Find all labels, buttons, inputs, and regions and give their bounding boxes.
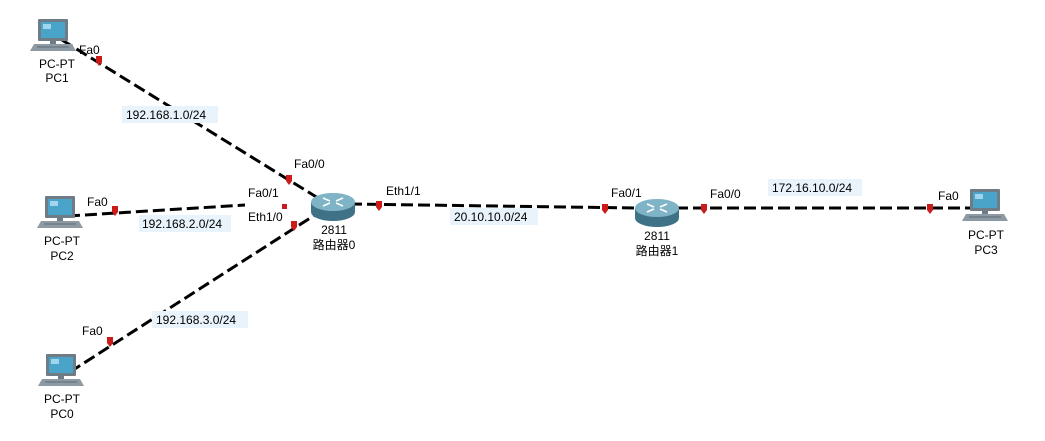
interface-label-r0-fa01: Fa0/1 — [248, 186, 279, 200]
pc3-model-label: PC-PT — [968, 228, 1005, 242]
interface-label-pc0-fa0: Fa0 — [82, 324, 103, 338]
pc2-device[interactable]: PC-PT PC2 — [36, 195, 84, 263]
pc1-device[interactable]: PC-PT PC1 — [29, 18, 77, 85]
pc3-device[interactable]: PC-PT PC3 — [961, 188, 1009, 257]
pc1-model-label: PC-PT — [39, 57, 76, 71]
pc-icon — [29, 18, 77, 52]
interface-label-r1-fa00: Fa0/0 — [710, 187, 741, 201]
interface-label-pc1-fa0: Fa0 — [79, 43, 100, 57]
link-router0-router1[interactable] — [349, 202, 639, 210]
pc0-name-label: PC0 — [50, 407, 74, 421]
network-label-router-link: 20.10.10.0/24 — [454, 210, 528, 224]
interface-label-pc3-fa0: Fa0 — [938, 189, 959, 203]
interface-label-r0-eth11: Eth1/1 — [386, 184, 421, 198]
network-label-pc1: 192.168.1.0/24 — [126, 108, 206, 122]
network-label-pc3: 172.16.10.0/24 — [772, 181, 852, 195]
pc2-name-label: PC2 — [50, 249, 74, 263]
router0-device[interactable]: 2811 路由器0 — [310, 192, 356, 252]
router0-model-label: 2811 — [321, 223, 347, 237]
pc3-fa0-link-marker — [927, 204, 933, 214]
pc0-model-label: PC-PT — [44, 392, 81, 406]
r0-eth11-link-marker — [376, 201, 382, 211]
network-label-pc0: 192.168.3.0/24 — [156, 313, 236, 327]
interface-label-r1-fa01: Fa0/1 — [611, 186, 642, 200]
pc0-device[interactable]: PC-PT PC0 — [37, 353, 85, 421]
link-pc0-router0[interactable] — [69, 211, 319, 374]
router1-device[interactable]: 2811 路由器1 — [634, 198, 680, 258]
pc1-name-label: PC1 — [45, 71, 69, 85]
network-label-pc2: 192.168.2.0/24 — [142, 217, 222, 231]
link-pc2-router0[interactable] — [67, 203, 246, 218]
pc1-fa0-link-marker — [96, 56, 102, 66]
pc-icon — [36, 195, 84, 229]
interface-label-pc2-fa0: Fa0 — [87, 195, 108, 209]
pc2-model-label: PC-PT — [44, 234, 81, 248]
interface-label-r0-eth10: Eth1/0 — [248, 210, 283, 224]
r1-fa00-link-marker — [701, 204, 707, 214]
r1-fa01-link-marker — [602, 204, 608, 214]
router-icon — [310, 192, 356, 222]
pc3-name-label: PC3 — [974, 243, 998, 257]
router0-name-label: 路由器0 — [313, 237, 356, 252]
router1-model-label: 2811 — [644, 229, 670, 243]
pc-icon — [37, 353, 85, 387]
interface-label-r0-fa00: Fa0/0 — [294, 157, 325, 171]
pc0-fa0-link-marker — [107, 337, 113, 347]
router1-name-label: 路由器1 — [636, 243, 679, 258]
pc-icon — [961, 188, 1009, 222]
r0-fa00-link-marker — [286, 175, 292, 185]
router-icon — [634, 198, 680, 228]
r0-fa01-link-marker — [282, 204, 287, 209]
